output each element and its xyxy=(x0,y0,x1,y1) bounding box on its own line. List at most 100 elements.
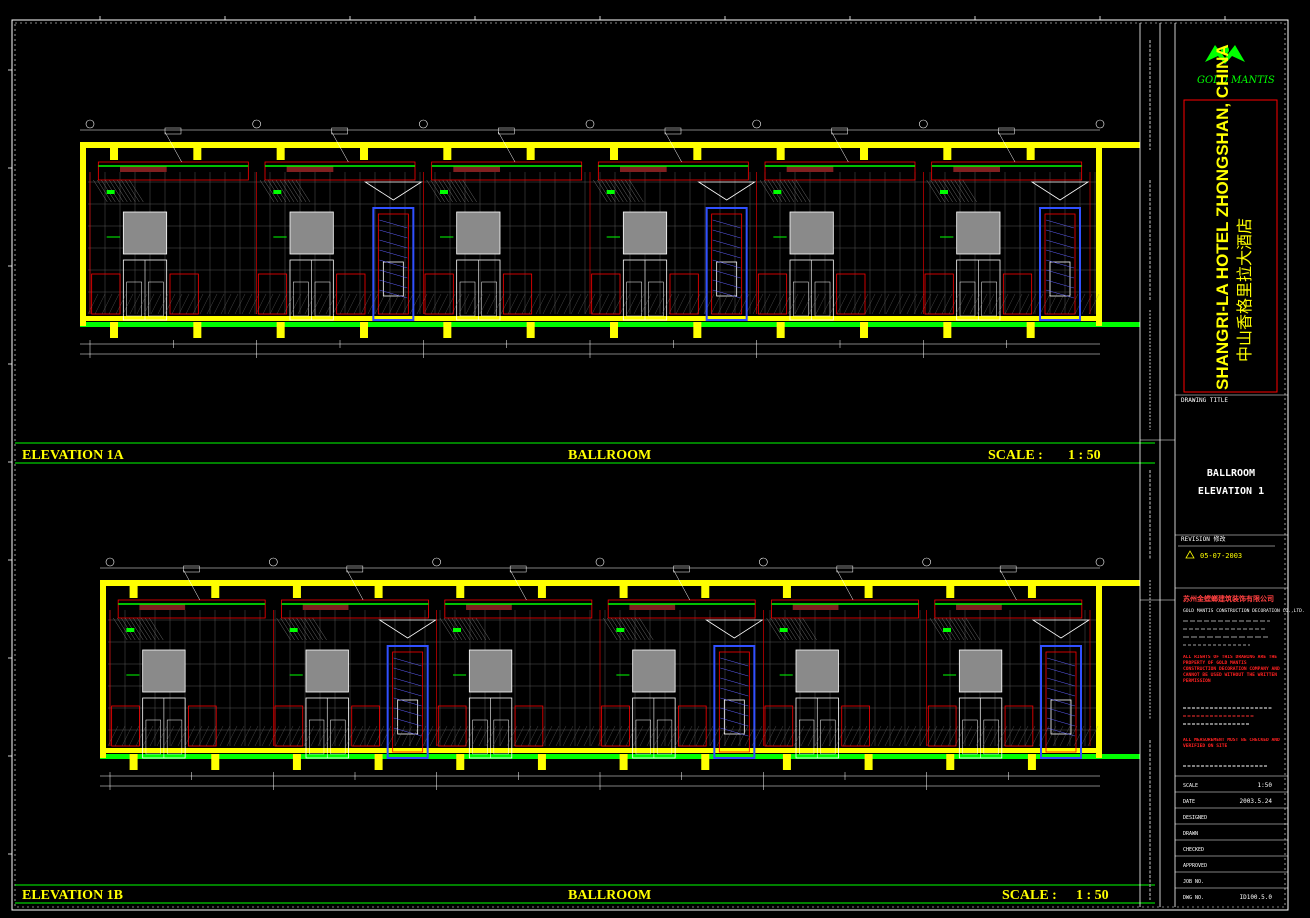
title-block-row-value: 1:50 xyxy=(1258,782,1273,789)
wall-mirror xyxy=(622,211,668,255)
dado-hatch xyxy=(884,725,896,747)
dado-hatch xyxy=(660,725,672,747)
annotation-marker xyxy=(453,628,461,632)
dado-hatch xyxy=(247,725,259,747)
feature-panel-hatch xyxy=(393,717,422,727)
feature-panel-hatch xyxy=(720,687,749,697)
title-block-row-value: 2003.5.24 xyxy=(1239,798,1272,805)
title-block-row-label: DWG NO. xyxy=(1183,895,1204,901)
dado-hatch xyxy=(1052,725,1064,747)
dado-panel xyxy=(924,273,954,315)
dado-hatch xyxy=(409,293,421,315)
end-wall-left xyxy=(100,580,106,758)
annotation-marker xyxy=(606,190,615,194)
sheet-border xyxy=(11,19,1289,911)
company-name-cn: 苏州金螳螂建筑装饰有限公司 xyxy=(1183,594,1274,603)
dado-hatch xyxy=(590,725,602,747)
door-panel-left xyxy=(635,719,651,755)
dado-hatch xyxy=(520,725,532,747)
feature-panel-inner xyxy=(1044,213,1076,315)
dado-hatch xyxy=(325,293,337,315)
dado-hatch xyxy=(1066,725,1078,747)
dado-hatch xyxy=(94,293,106,315)
dado-hatch xyxy=(661,293,673,315)
dado-hatch xyxy=(129,293,141,315)
wall-mirror xyxy=(956,211,1001,255)
dado-hatch xyxy=(808,293,820,315)
tag-box xyxy=(998,127,1015,135)
feature-panel-inset xyxy=(716,261,738,297)
dado-hatch xyxy=(212,725,224,747)
dado-hatch xyxy=(423,293,435,315)
dado-hatch xyxy=(458,293,470,315)
revision-date: 05-07-2003 xyxy=(1200,552,1242,560)
feature-panel-frame xyxy=(386,645,429,759)
tag-box xyxy=(509,565,527,573)
dado-hatch xyxy=(387,725,399,747)
dado-hatch xyxy=(695,725,707,747)
ceiling-coffer xyxy=(934,599,1083,619)
door-panel-right xyxy=(314,281,331,317)
dado-hatch xyxy=(255,293,267,315)
elevation-b-scale-value: 1 : 50 xyxy=(1076,888,1109,903)
dado-hatch xyxy=(856,725,868,747)
dado-hatch xyxy=(682,293,694,315)
floor-pad xyxy=(374,754,383,770)
dado-panel xyxy=(836,273,866,315)
feature-panel-inset xyxy=(1049,261,1071,297)
dado-hatch xyxy=(780,293,792,315)
dado-hatch xyxy=(464,725,476,747)
dado-hatch xyxy=(842,725,854,747)
dado-hatch xyxy=(157,293,169,315)
dado-hatch xyxy=(170,725,182,747)
dado-hatch xyxy=(115,293,127,315)
dado-panel xyxy=(437,705,467,747)
dado-hatch xyxy=(744,725,756,747)
dado-hatch xyxy=(920,293,932,315)
feature-panel-hatch xyxy=(1045,249,1075,259)
dado-hatch xyxy=(822,293,834,315)
dado-hatch xyxy=(114,725,126,747)
ceiling-coffer xyxy=(444,599,593,619)
dado-hatch xyxy=(913,293,925,315)
company-address-lines xyxy=(1183,620,1270,646)
feature-panel-hatch xyxy=(1046,707,1076,717)
dado-hatch xyxy=(857,293,869,315)
dado-hatch xyxy=(640,293,652,315)
cornice-detail xyxy=(956,604,1002,610)
dado-hatch xyxy=(605,293,617,315)
dado-hatch xyxy=(549,293,561,315)
ceiling-pad xyxy=(693,148,702,160)
dado-hatch xyxy=(738,293,750,315)
border-tick-marks xyxy=(8,16,1226,855)
dado-hatch xyxy=(975,725,987,747)
revision-label: REVISION 修改 xyxy=(1181,535,1226,543)
ceiling-beam xyxy=(100,580,1140,586)
dado-hatch xyxy=(696,293,708,315)
feature-panel-hatch xyxy=(379,289,408,299)
cornice-detail xyxy=(620,166,667,172)
feature-panel-hatch xyxy=(1046,667,1076,677)
dado-panel xyxy=(351,705,380,747)
floor-pad xyxy=(776,322,785,338)
dado-hatch xyxy=(793,725,805,747)
feature-panel-inset xyxy=(397,699,419,735)
cornice-detail xyxy=(792,604,839,610)
dado-hatch xyxy=(177,725,189,747)
feature-panel-hatch xyxy=(379,259,408,269)
dado-hatch xyxy=(318,293,330,315)
dado-hatch xyxy=(990,293,1002,315)
elevation-a-room: BALLROOM xyxy=(568,448,651,463)
dado-hatch xyxy=(478,725,490,747)
floor-pad xyxy=(276,322,285,338)
dado-hatch xyxy=(647,293,659,315)
dado-hatch xyxy=(562,725,574,747)
feature-panel-hatch xyxy=(393,657,422,667)
dado-panel xyxy=(1002,273,1033,315)
end-wall-right xyxy=(1096,580,1102,758)
grid-bubble xyxy=(432,557,441,567)
dado-hatch xyxy=(219,725,231,747)
dado-hatch xyxy=(1032,293,1044,315)
feature-panel-hatch xyxy=(1046,727,1076,737)
